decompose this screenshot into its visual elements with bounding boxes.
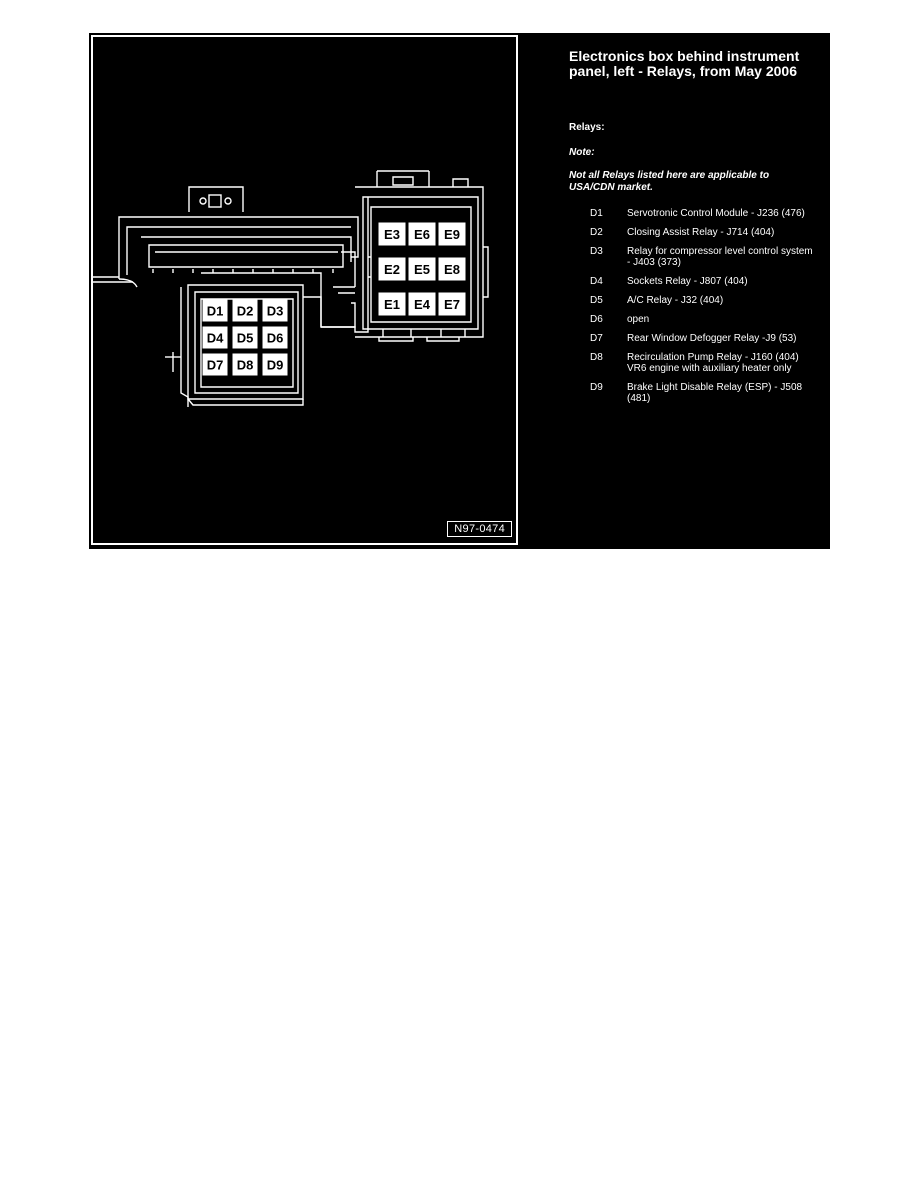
legend-row: D2 Closing Assist Relay - J714 (404) [569, 227, 814, 238]
legend-relay-id: D3 [590, 246, 603, 257]
e-relay-label: E7 [444, 297, 460, 312]
legend-row: D8 Recirculation Pump Relay - J160 (404) … [569, 352, 814, 374]
legend-relay-desc: Relay for compressor level control syste… [627, 246, 813, 268]
e-relay-label: E6 [414, 227, 430, 242]
legend-row: D5 A/C Relay - J32 (404) [569, 295, 814, 306]
e-relay-box [378, 257, 406, 281]
d-relay-box [232, 353, 258, 376]
d-relay-box [262, 326, 288, 349]
d-relay-label: D3 [267, 304, 284, 319]
note-text: Not all Relays listed here are applicabl… [569, 170, 770, 193]
e-relay-label: E1 [384, 297, 400, 312]
legend-relay-desc: open [627, 314, 650, 325]
d-relay-label: D9 [267, 358, 284, 373]
e-relay-box [438, 292, 466, 316]
legend-row: D6 open [569, 314, 814, 325]
box-outline [93, 170, 489, 407]
d-relay-label: D8 [237, 358, 254, 373]
e-relay-box [438, 222, 466, 246]
e-relay-box [408, 292, 436, 316]
figure-title: Electronics box behind instrument panel,… [569, 48, 800, 79]
legend-row: D1 Servotronic Control Module - J236 (476… [569, 208, 814, 219]
note-heading: Note: [569, 147, 595, 158]
legend-relay-id: D6 [590, 314, 603, 325]
legend-relay-desc: Servotronic Control Module - J236 (476) [627, 208, 805, 219]
d-relay-box [232, 326, 258, 349]
d-relay-box [232, 299, 258, 322]
legend-row: D7 Rear Window Defogger Relay -J9 (53) [569, 333, 814, 344]
d-relay-box [202, 353, 228, 376]
legend-row: D3 Relay for compressor level control sys… [569, 246, 814, 268]
d-relay-label: D4 [207, 331, 224, 346]
relay-legend-list: D1 Servotronic Control Module - J236 (476… [569, 208, 814, 404]
figure-code: N97-0474 [447, 521, 512, 537]
relays-heading: Relays: [569, 122, 605, 133]
legend-relay-id: D4 [590, 276, 603, 287]
d-relay-label: D5 [237, 331, 254, 346]
e-relay-box [378, 222, 406, 246]
legend-relay-id: D1 [590, 208, 603, 219]
legend-relay-desc: Recirculation Pump Relay - J160 (404) VR… [627, 352, 799, 374]
e-relay-label: E3 [384, 227, 400, 242]
legend-relay-id: D7 [590, 333, 603, 344]
legend-relay-desc: Rear Window Defogger Relay -J9 (53) [627, 333, 797, 344]
legend-relay-id: D5 [590, 295, 603, 306]
e-relay-box [378, 292, 406, 316]
e-relay-label: E4 [414, 297, 431, 312]
d-relay-label: D2 [237, 304, 254, 319]
e-relay-label: E2 [384, 262, 400, 277]
legend-panel: Electronics box behind instrument panel,… [569, 49, 814, 412]
d-relay-label: D1 [207, 304, 224, 319]
e-relay-label: E5 [414, 262, 430, 277]
d-relay-box [262, 353, 288, 376]
legend-relay-id: D9 [590, 382, 603, 393]
legend-relay-id: D8 [590, 352, 603, 363]
d-relay-box [202, 326, 228, 349]
e-relay-label: E9 [444, 227, 460, 242]
legend-relay-desc: Closing Assist Relay - J714 (404) [627, 227, 775, 238]
e-relay-label: E8 [444, 262, 460, 277]
legend-row: D9 Brake Light Disable Relay (ESP) - J508… [569, 382, 814, 404]
e-relay-box [408, 257, 436, 281]
e-relay-box [438, 257, 466, 281]
d-relay-box [262, 299, 288, 322]
legend-relay-desc: Sockets Relay - J807 (404) [627, 276, 748, 287]
legend-relay-desc: A/C Relay - J32 (404) [627, 295, 724, 306]
e-relay-box [408, 222, 436, 246]
d-relay-box [202, 299, 228, 322]
d-relay-label: D7 [207, 358, 224, 373]
d-relay-label: D6 [267, 331, 284, 346]
legend-relay-desc: Brake Light Disable Relay (ESP) - J508 (… [627, 382, 803, 404]
legend-row: D4 Sockets Relay - J807 (404) [569, 276, 814, 287]
legend-relay-id: D2 [590, 227, 603, 238]
